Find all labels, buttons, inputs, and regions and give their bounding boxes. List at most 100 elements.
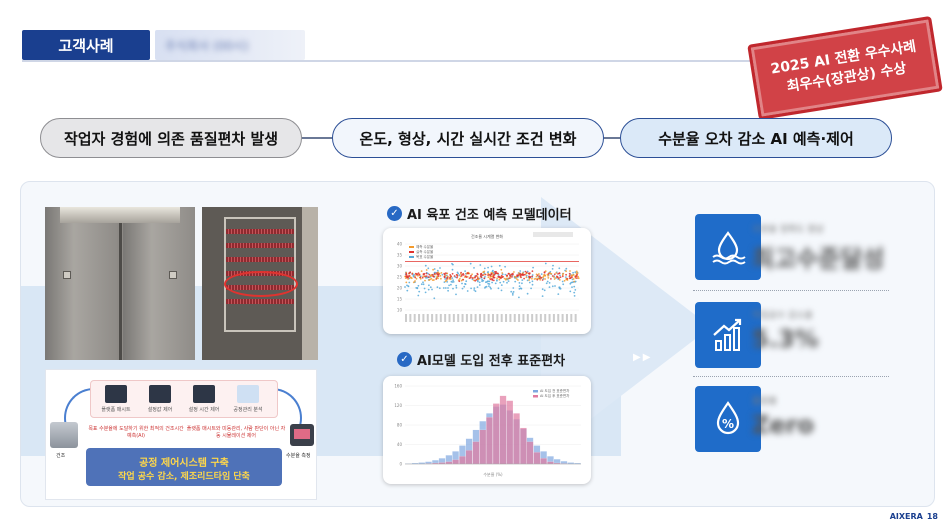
x-tick-mark [539, 314, 542, 322]
scatter-point [431, 288, 433, 291]
scatter-point [528, 275, 530, 278]
scatter-point [573, 280, 576, 283]
x-tick-mark [574, 314, 577, 322]
chart2-heading-text: AI모델 도입 전후 표준편차 [417, 354, 566, 369]
scatter-point [485, 285, 488, 288]
legend-swatch [409, 251, 414, 253]
scatter-point [488, 280, 491, 283]
y-tick-label: 20 [397, 286, 403, 291]
scatter-point [574, 275, 577, 278]
footer: AIXERA 18 [890, 512, 938, 521]
scatter-point [428, 273, 431, 276]
scatter-point [476, 273, 479, 276]
scatter-point [531, 280, 534, 283]
scatter-point [420, 270, 423, 272]
scatter-point [517, 274, 520, 276]
scatter-point [474, 290, 477, 293]
scatter-point [461, 287, 464, 290]
scatter-point [412, 281, 415, 284]
legend-label: 실측 수분율 [416, 249, 434, 254]
scatter-point [573, 295, 576, 297]
scatter-point [437, 275, 440, 277]
scatter-point [432, 268, 434, 271]
scatter-point [492, 279, 495, 282]
page-number: 18 [926, 512, 938, 521]
scatter-point [526, 292, 529, 295]
scatter-point [491, 279, 494, 281]
x-tick-mark [448, 314, 451, 322]
scatter-point [473, 287, 476, 289]
scatter-point [439, 267, 441, 269]
scatter-point [470, 274, 472, 277]
module-icon [149, 385, 171, 403]
scatter-point [430, 277, 433, 280]
legend-swatch [409, 256, 414, 258]
x-tick-mark [452, 314, 455, 322]
scatter-point [413, 273, 415, 276]
x-tick-mark [422, 314, 425, 322]
scatter-point [553, 278, 556, 280]
scatter-point [464, 283, 467, 286]
scatter-point [490, 272, 493, 275]
scatter-point [531, 275, 533, 278]
x-tick-mark [413, 314, 416, 322]
scatter-point [478, 284, 481, 286]
scatter-point [419, 276, 422, 279]
x-tick-mark [561, 314, 564, 322]
scatter-point [420, 283, 423, 286]
scatter-point [528, 279, 530, 281]
module-label: 설정값 제어 [147, 407, 173, 413]
scatter-point [455, 293, 457, 296]
scatter-point [528, 281, 531, 284]
scatter-point [417, 272, 420, 274]
scatter-point [433, 279, 435, 281]
scatter-point [414, 276, 417, 279]
scatter-point [407, 278, 409, 280]
x-tick-mark [513, 314, 516, 322]
scatter-point [446, 272, 449, 275]
scatter-point [555, 272, 558, 274]
door-latch [63, 271, 71, 279]
histogram-bar [526, 441, 534, 465]
scatter-point [471, 273, 473, 276]
scatter-point [536, 274, 539, 277]
scatter-point [461, 282, 463, 285]
scatter-point [504, 265, 506, 268]
scatter-point [565, 267, 568, 270]
scatter-point [551, 285, 554, 288]
histogram-bar [486, 417, 493, 465]
scatter-point [494, 282, 497, 285]
scatter-point [455, 286, 458, 289]
scatter-point [572, 271, 574, 274]
kpi-divider [693, 290, 889, 291]
scatter-point [468, 277, 471, 279]
scatter-point [559, 276, 562, 279]
scatter-point [480, 272, 483, 275]
scatter-point [423, 273, 425, 276]
scatter-point [518, 285, 521, 288]
scatter-point [488, 274, 491, 276]
scatter-point [432, 275, 434, 277]
scatter-point [531, 274, 534, 276]
scatter-point [451, 277, 454, 279]
scatter-point [521, 282, 523, 285]
kpi-label: 수분율 정확도 향상 [752, 225, 824, 235]
scatter-point [466, 290, 469, 292]
scatter-point [444, 278, 447, 280]
scatter-point [546, 280, 549, 283]
kpi-value: 최고수준달성 [752, 245, 885, 273]
growth-chart-icon [695, 302, 761, 368]
x-tick-mark [457, 314, 460, 322]
scatter-point [499, 281, 502, 284]
scatter-point [558, 277, 560, 279]
histogram-bar [452, 459, 460, 465]
scatter-point [451, 268, 454, 271]
y-tick-label: 15 [397, 297, 403, 302]
scatter-point [427, 276, 430, 278]
scatter-point [466, 272, 469, 274]
scatter-point [576, 273, 578, 276]
histogram-bar [540, 458, 547, 465]
scatter-point [576, 277, 578, 279]
scatter-point [518, 282, 521, 284]
scatter-point [533, 278, 536, 280]
